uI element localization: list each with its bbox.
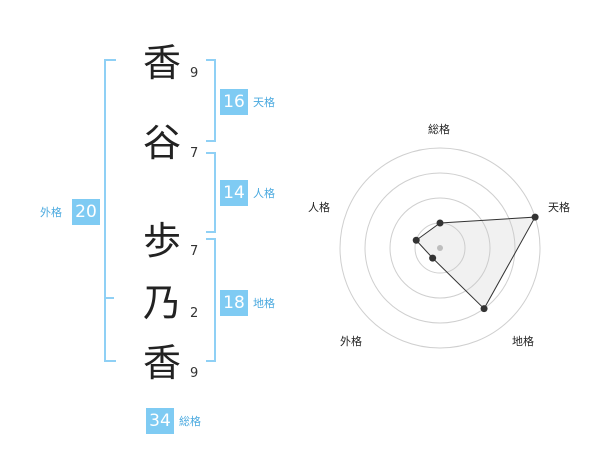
stroke-count-4: 2 — [190, 306, 199, 321]
stroke-count-3: 7 — [190, 244, 199, 259]
radar-point-4 — [412, 236, 420, 244]
tenkaku-bracket — [206, 59, 216, 142]
stroke-count-5: 9 — [190, 366, 199, 381]
name-char-1: 香 — [142, 41, 181, 85]
gaikaku-bracket-tick — [104, 297, 114, 299]
stroke-count-1: 9 — [190, 66, 199, 81]
radar-label-tenkaku: 天格 — [548, 201, 570, 214]
chikaku-score: 18 — [220, 290, 248, 316]
radar-label-gaikaku: 外格 — [340, 335, 362, 348]
gaikaku-score: 20 — [72, 199, 100, 225]
radar-point-3 — [429, 254, 437, 262]
radar-center — [437, 245, 443, 251]
name-char-3: 歩 — [142, 219, 181, 263]
gaikaku-bracket — [104, 59, 116, 362]
name-char-2: 谷 — [142, 121, 181, 165]
jinkaku-score: 14 — [220, 180, 248, 206]
stroke-count-2: 7 — [190, 146, 199, 161]
radar-point-0 — [436, 219, 444, 227]
soukaku-score: 34 — [146, 408, 174, 434]
radar-ring-3 — [364, 172, 516, 324]
radar-ring-4 — [339, 147, 541, 349]
tenkaku-score: 16 — [220, 89, 248, 115]
radar-point-1 — [531, 213, 539, 221]
name-char-5: 香 — [142, 341, 181, 385]
chikaku-bracket — [206, 238, 216, 362]
jinkaku-label: 人格 — [253, 187, 275, 200]
radar-label-chikaku: 地格 — [512, 335, 534, 348]
name-char-4: 乃 — [142, 281, 181, 325]
radar-point-2 — [480, 305, 488, 313]
radar-label-soukaku: 総格 — [428, 123, 450, 136]
radar-ring-2 — [389, 197, 491, 299]
jinkaku-bracket — [206, 152, 216, 233]
tenkaku-label: 天格 — [253, 96, 275, 109]
soukaku-label: 総格 — [179, 415, 201, 428]
radar-series-polygon — [415, 216, 536, 310]
gaikaku-label: 外格 — [40, 206, 62, 219]
chikaku-label: 地格 — [253, 297, 275, 310]
radar-label-jinkaku: 人格 — [308, 201, 330, 214]
